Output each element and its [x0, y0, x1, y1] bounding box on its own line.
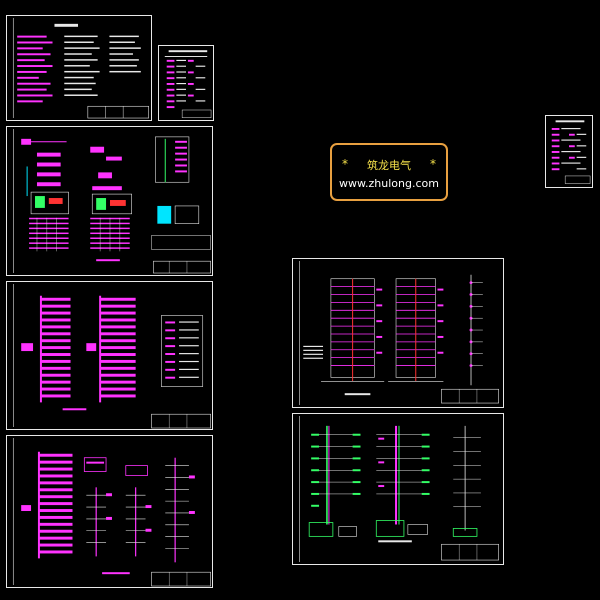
- distribution-diagram-drawing: [13, 128, 211, 274]
- material-table-drawing: [551, 120, 591, 184]
- weak-current-riser-drawing: [299, 415, 499, 563]
- logo-brand-text: 筑龙电气: [367, 159, 411, 172]
- riser-system-drawing-1: [13, 283, 211, 429]
- material-table-sheet[interactable]: [545, 115, 593, 188]
- logo-url-text: www.zhulong.com: [339, 177, 439, 190]
- weak-current-riser-sheet[interactable]: [292, 413, 504, 565]
- riser-system-sheet-1[interactable]: [6, 281, 213, 430]
- logo-star-right: *: [430, 157, 436, 171]
- riser-system-sheet-2[interactable]: [6, 435, 213, 588]
- equipment-legend-sheet[interactable]: [158, 45, 214, 121]
- watermark-logo: * 筑龙电气 * www.zhulong.com: [330, 143, 448, 201]
- distribution-diagram-sheet[interactable]: [6, 126, 213, 276]
- equipment-legend-drawing: [164, 50, 212, 118]
- design-notes-sheet[interactable]: [6, 15, 152, 121]
- building-elevation-sheet[interactable]: [292, 258, 504, 408]
- riser-system-drawing-2: [12, 437, 211, 587]
- logo-star-left: *: [342, 157, 348, 171]
- design-notes-drawing: [12, 17, 149, 119]
- building-elevation-drawing: [299, 260, 499, 406]
